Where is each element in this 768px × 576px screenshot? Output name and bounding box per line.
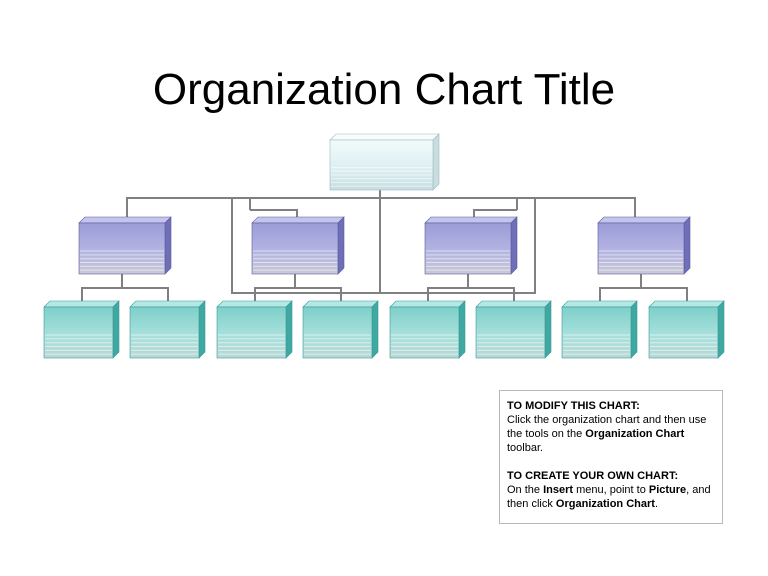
org-box-staff-2-front-face xyxy=(129,306,200,359)
staff-bus-3 xyxy=(427,287,515,302)
org-box-staff-3-front-face xyxy=(216,306,287,359)
org-box-manager-1[interactable] xyxy=(78,216,172,275)
org-box-manager-1-side-face xyxy=(164,216,172,275)
org-box-staff-3-top-face xyxy=(216,300,293,308)
org-box-staff-4[interactable] xyxy=(302,300,379,359)
org-box-staff-8-side-face xyxy=(717,300,725,359)
org-box-staff-6-side-face xyxy=(544,300,552,359)
mgr2-link xyxy=(250,209,298,218)
create-heading: TO CREATE YOUR OWN CHART: xyxy=(507,470,679,482)
org-box-manager-2-front-face xyxy=(251,222,339,275)
org-box-root-top-face xyxy=(329,133,440,141)
modify-text-2: toolbar. xyxy=(507,442,544,454)
org-box-staff-6-front-face xyxy=(475,306,546,359)
instructions-box: TO MODIFY THIS CHART: Click the organiza… xyxy=(499,390,723,524)
org-box-staff-7-top-face xyxy=(561,300,638,308)
staff-bus-1 xyxy=(81,287,169,302)
modify-text-1: Click the organization chart and then us… xyxy=(507,414,707,440)
create-text-4: . xyxy=(654,498,658,510)
org-box-root[interactable] xyxy=(329,133,440,191)
org-box-staff-8-top-face xyxy=(648,300,725,308)
org-box-staff-5[interactable] xyxy=(389,300,466,359)
org-box-staff-5-front-face xyxy=(389,306,460,359)
org-box-staff-4-top-face xyxy=(302,300,379,308)
org-box-staff-8-front-face xyxy=(648,306,719,359)
org-box-manager-2[interactable] xyxy=(251,216,345,275)
org-box-staff-2-top-face xyxy=(129,300,206,308)
org-box-staff-8[interactable] xyxy=(648,300,725,359)
org-box-manager-3-top-face xyxy=(424,216,518,224)
org-box-root-side-face xyxy=(432,133,440,191)
org-box-manager-4-front-face xyxy=(597,222,685,275)
org-box-staff-1-top-face xyxy=(43,300,120,308)
org-box-manager-3-front-face xyxy=(424,222,512,275)
create-text-3: , and then click xyxy=(507,484,711,510)
create-text: On the Insert menu, point to Picture, an… xyxy=(507,483,715,511)
org-box-manager-1-top-face xyxy=(78,216,172,224)
org-box-staff-6-top-face xyxy=(475,300,552,308)
org-box-staff-7-side-face xyxy=(630,300,638,359)
org-box-staff-1-side-face xyxy=(112,300,120,359)
create-bold-3: Organization Chart xyxy=(555,498,655,510)
create-bold-2: Picture xyxy=(648,484,687,496)
org-box-staff-1[interactable] xyxy=(43,300,120,359)
slide-title: Organization Chart Title xyxy=(152,65,616,114)
connector-lines xyxy=(81,190,688,302)
modify-text: Click the organization chart and then us… xyxy=(507,413,715,455)
org-box-staff-5-side-face xyxy=(458,300,466,359)
org-box-staff-2-side-face xyxy=(198,300,206,359)
org-box-staff-2[interactable] xyxy=(129,300,206,359)
create-text-1: On the xyxy=(507,484,544,496)
org-box-manager-3[interactable] xyxy=(424,216,518,275)
org-box-staff-3-side-face xyxy=(285,300,293,359)
org-box-staff-4-front-face xyxy=(302,306,373,359)
org-box-manager-4-top-face xyxy=(597,216,691,224)
org-box-manager-3-side-face xyxy=(510,216,518,275)
org-box-manager-4[interactable] xyxy=(597,216,691,275)
org-box-manager-2-top-face xyxy=(251,216,345,224)
org-box-staff-6[interactable] xyxy=(475,300,552,359)
modify-heading: TO MODIFY THIS CHART: xyxy=(507,400,640,412)
org-box-staff-7[interactable] xyxy=(561,300,638,359)
org-box-manager-2-side-face xyxy=(337,216,345,275)
org-box-staff-1-front-face xyxy=(43,306,114,359)
create-text-2: menu, point to xyxy=(573,484,649,496)
org-box-staff-4-side-face xyxy=(371,300,379,359)
manager-bus xyxy=(126,197,636,218)
org-box-staff-7-front-face xyxy=(561,306,632,359)
org-box-staff-3[interactable] xyxy=(216,300,293,359)
mgr3-link xyxy=(473,209,517,218)
staff-bus-4 xyxy=(599,287,688,302)
modify-bold-1: Organization Chart xyxy=(585,428,685,440)
assistant-frame xyxy=(231,198,536,294)
staff-bus-2 xyxy=(254,287,342,302)
org-box-root-front-face xyxy=(329,139,434,191)
org-box-staff-5-top-face xyxy=(389,300,466,308)
org-box-manager-1-front-face xyxy=(78,222,166,275)
create-bold-1: Insert xyxy=(543,484,574,496)
org-box-manager-4-side-face xyxy=(683,216,691,275)
